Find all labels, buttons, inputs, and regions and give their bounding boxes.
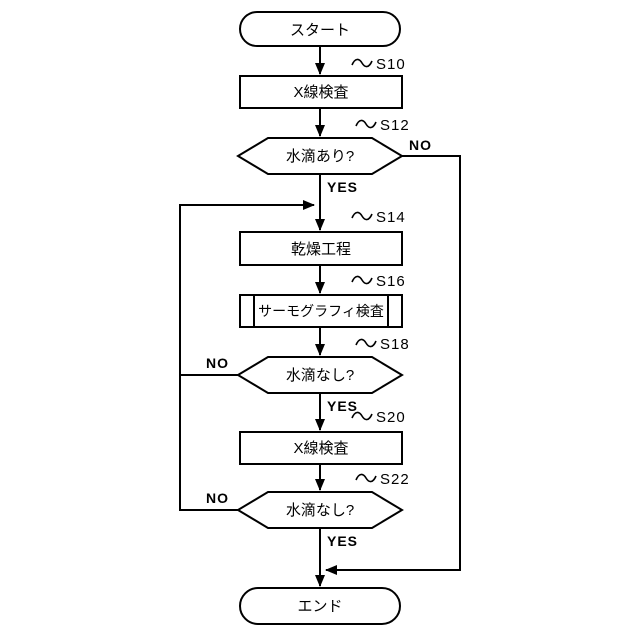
s22-yes-label: YES <box>327 533 358 549</box>
ref-s14: S14 <box>351 209 406 226</box>
decision-s18 <box>236 356 404 394</box>
ref-s18-label: S18 <box>380 336 410 353</box>
ref-s20-label: S20 <box>376 409 406 426</box>
s12-no-label: NO <box>409 137 432 153</box>
process-s20-label: X線検査 <box>293 440 348 457</box>
ref-s18: S18 <box>355 336 410 353</box>
ref-s10: S10 <box>351 56 406 73</box>
ref-s10-label: S10 <box>376 56 406 73</box>
ref-lead-squiggle <box>351 411 373 421</box>
process-s10 <box>239 75 403 109</box>
ref-s12: S12 <box>355 117 410 134</box>
end-node <box>239 587 401 625</box>
ref-lead-squiggle <box>351 275 373 285</box>
ref-s16: S16 <box>351 273 406 290</box>
process-s10-label: X線検査 <box>293 84 348 101</box>
s22-no-label: NO <box>206 490 229 506</box>
ref-lead-squiggle <box>355 338 377 348</box>
ref-s22-label: S22 <box>380 471 410 488</box>
end-label: エンド <box>297 598 342 615</box>
process-s14 <box>239 231 403 266</box>
s18-yes-label: YES <box>327 398 358 414</box>
decision-s22 <box>236 491 404 529</box>
ref-s16-label: S16 <box>376 273 406 290</box>
ref-lead-squiggle <box>351 211 373 221</box>
ref-lead-squiggle <box>351 58 373 68</box>
decision-s18-label: 水滴なし? <box>286 366 354 384</box>
start-label: スタート <box>290 22 350 39</box>
s12-yes-label: YES <box>327 179 358 195</box>
edge-s12-no-bypass <box>325 155 461 575</box>
decision-s22-label: 水滴なし? <box>286 501 354 519</box>
ref-lead-squiggle <box>355 119 377 129</box>
decision-s12 <box>236 137 404 175</box>
ref-s14-label: S14 <box>376 209 406 226</box>
process-s16-label: サーモグラフィ検査 <box>258 303 384 319</box>
process-s14-label: 乾燥工程 <box>291 241 351 258</box>
edge-s22-no-loopback <box>179 200 315 511</box>
ref-lead-squiggle <box>355 473 377 483</box>
s18-no-label: NO <box>206 355 229 371</box>
process-s20 <box>239 431 403 465</box>
ref-s20: S20 <box>351 409 406 426</box>
ref-s22: S22 <box>355 471 410 488</box>
decision-s12-label: 水滴あり? <box>286 147 354 165</box>
start-node <box>239 11 401 47</box>
process-s16 <box>239 294 403 328</box>
ref-s12-label: S12 <box>380 117 410 134</box>
